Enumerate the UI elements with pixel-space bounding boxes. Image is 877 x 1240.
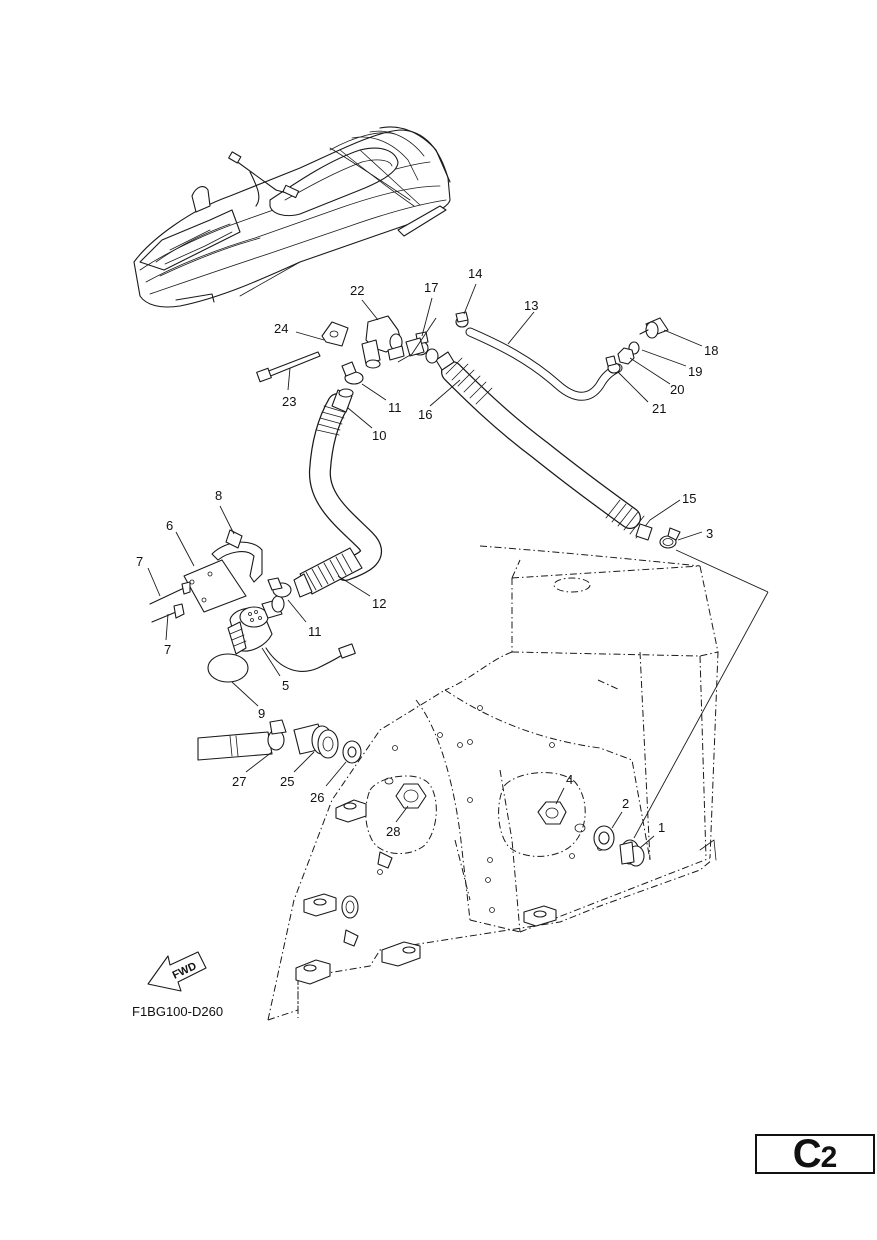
tube-13 [465,327,623,401]
part-2-washer [593,825,615,851]
label-part-7a: 7 [136,554,143,569]
part-5-bilge-pump [227,595,356,672]
part-1-fitting [619,839,645,867]
label-part-7b: 7 [164,642,171,657]
label-part-28: 28 [386,824,400,839]
label-part-6: 6 [166,518,173,533]
part-4-nut [537,801,586,833]
label-part-20: 20 [670,382,684,397]
label-part-27: 27 [232,774,246,789]
label-part-5: 5 [282,678,289,693]
part-20-nut [617,347,635,365]
part-23-cable-tie [256,351,321,383]
part-28-nut [384,777,427,809]
label-part-3: 3 [706,526,713,541]
label-part-15: 15 [682,491,696,506]
label-part-26: 26 [310,790,324,805]
diagram-code: F1BG100-D260 [132,1004,223,1019]
label-part-11a: 11 [388,400,402,415]
page-tag-letter: C [792,1132,822,1176]
part-number-labels: 1 2 3 4 5 6 7 7 8 9 10 11 11 12 13 14 15… [136,266,718,839]
part-22-elbow-fitting [361,315,405,369]
watercraft-illustration [133,126,451,308]
part-6-bracket [183,559,247,613]
part-18-fitting [639,317,669,339]
hose-27 [197,731,273,761]
label-part-17: 17 [424,280,438,295]
page-tag-number: 2 [820,1141,838,1174]
page-tag: C 2 [755,1134,875,1174]
leader-lines [147,283,769,849]
hose-10-12 [293,388,382,598]
label-part-8: 8 [215,488,222,503]
label-part-21: 21 [652,401,666,416]
label-part-22: 22 [350,283,364,298]
label-part-13: 13 [524,298,538,313]
label-part-19: 19 [688,364,702,379]
hose-15-16 [435,351,653,541]
part-11-clamp-upper [341,361,364,385]
label-part-23: 23 [282,394,296,409]
part-11-clamp-lower [267,577,292,598]
label-part-4: 4 [566,772,573,787]
label-part-10: 10 [372,428,386,443]
label-part-9: 9 [258,706,265,721]
label-part-16: 16 [418,407,432,422]
part-27-clamp [267,719,287,751]
label-part-11b: 11 [308,624,322,639]
part-7-screws [149,581,191,623]
hull-section-illustration [267,545,719,1021]
label-part-2: 2 [622,796,629,811]
part-8-holder [211,529,263,583]
fwd-arrow-icon: FWD [147,951,207,992]
label-part-12: 12 [372,596,386,611]
label-part-1: 1 [658,820,665,835]
part-14-clamp [455,311,469,328]
label-part-14: 14 [468,266,482,281]
part-21-clamp [605,355,621,374]
part-24-mount [321,321,349,347]
part-3-clamp [659,527,681,549]
part-26-washer [342,740,362,764]
label-part-24: 24 [274,321,288,336]
label-part-18: 18 [704,343,718,358]
part-9-cap [207,653,249,683]
part-25-fitting [293,723,339,759]
label-part-25: 25 [280,774,294,789]
